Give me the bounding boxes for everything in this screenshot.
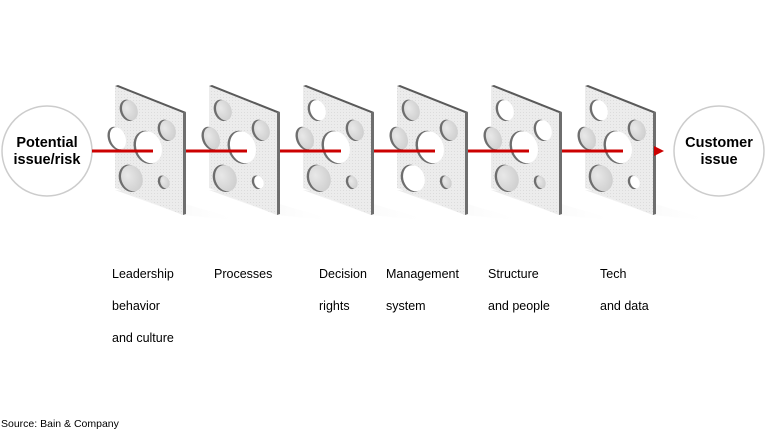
start-node-label: Potential issue/risk <box>2 135 92 169</box>
end-node-circle <box>673 105 765 197</box>
cheese-hole <box>498 100 514 121</box>
cheese-hole <box>630 175 640 189</box>
layer-label-6: Tech and data <box>600 250 649 330</box>
layer-label-5-line2: and people <box>488 299 550 313</box>
cheese-hole <box>122 100 138 121</box>
cheese-hole <box>109 127 126 150</box>
layer-label-4-line2: system <box>386 299 426 313</box>
layer-label-4-line1: Management <box>386 267 459 281</box>
start-node-line2: issue/risk <box>13 152 81 168</box>
cheese-layer-3 <box>280 85 431 221</box>
layer-label-5: Structure and people <box>488 250 550 330</box>
layer-label-2: Processes <box>214 250 272 298</box>
layer-label-2-line1: Processes <box>214 267 273 281</box>
cheese-hole <box>591 165 613 192</box>
arrowhead-icon <box>654 146 664 156</box>
cheese-layer-1 <box>92 85 243 221</box>
cheese-hole <box>391 127 408 150</box>
cheese-hole <box>579 127 596 150</box>
layer-label-3-line2: rights <box>319 299 350 313</box>
cheese-hole <box>536 120 552 141</box>
layer-label-3-line1: Decision <box>319 267 367 281</box>
cheese-layer-4 <box>374 85 525 221</box>
cheese-hole <box>442 120 458 141</box>
cheese-hole <box>135 131 162 164</box>
cheese-hole <box>229 131 256 164</box>
cheese-hole <box>442 175 452 189</box>
cheese-layer-2 <box>186 85 337 221</box>
cheese-hole <box>216 100 232 121</box>
end-node-line1: Customer <box>685 135 753 151</box>
layer-label-1-line3: and culture <box>112 331 174 345</box>
cheese-layer-6 <box>562 85 713 221</box>
end-node-line2: issue <box>700 152 738 168</box>
cheese-hole <box>254 175 264 189</box>
cheese-hole <box>536 175 546 189</box>
cheese-hole <box>403 165 425 192</box>
layer-label-3: Decision rights <box>319 250 367 330</box>
cheese-hole <box>310 100 326 121</box>
cheese-hole <box>417 131 444 164</box>
cheese-hole <box>592 100 608 121</box>
layer-label-1-line2: behavior <box>112 299 160 313</box>
cheese-hole <box>404 100 420 121</box>
cheese-hole <box>485 127 502 150</box>
cheese-hole <box>630 120 646 141</box>
cheese-hole <box>309 165 331 192</box>
cheese-hole <box>605 131 632 164</box>
cheese-layer-5 <box>468 85 619 221</box>
cheese-hole <box>297 127 314 150</box>
layer-label-6-line2: and data <box>600 299 649 313</box>
end-node-label: Customer issue <box>674 135 764 169</box>
cheese-hole <box>160 175 170 189</box>
layer-label-6-line1: Tech <box>600 267 627 281</box>
start-node-line1: Potential <box>16 135 78 151</box>
cheese-hole <box>348 120 364 141</box>
cheese-hole <box>215 165 237 192</box>
layer-label-1-line1: Leadership <box>112 267 174 281</box>
cheese-hole <box>160 120 176 141</box>
cheese-hole <box>497 165 519 192</box>
cheese-hole <box>511 131 538 164</box>
cheese-hole <box>254 120 270 141</box>
cheese-hole <box>323 131 350 164</box>
cheese-hole <box>121 165 143 192</box>
cheese-hole <box>348 175 358 189</box>
source-note: Source: Bain & Company <box>1 418 119 430</box>
cheese-hole <box>203 127 220 150</box>
layer-label-1: Leadership behavior and culture <box>112 250 174 362</box>
layer-label-4: Management system <box>386 250 459 330</box>
layer-label-5-line1: Structure <box>488 267 539 281</box>
